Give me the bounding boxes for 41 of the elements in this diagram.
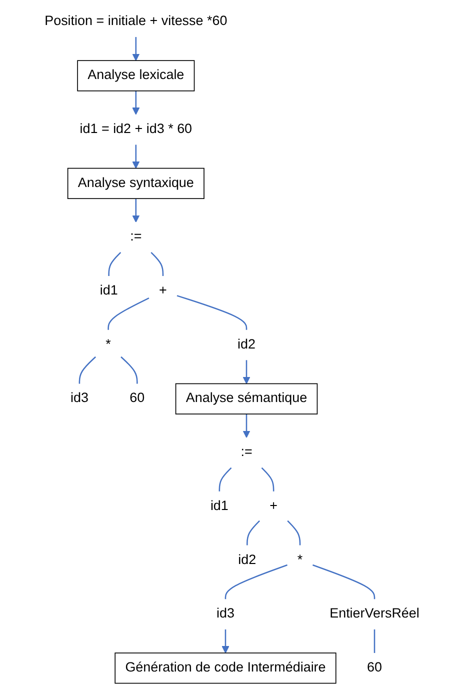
node-text: id2: [238, 337, 256, 352]
arrow: [132, 198, 140, 222]
connector: [374, 629, 376, 653]
node-text: EntierVersRéel: [330, 606, 420, 621]
node-text: +: [159, 284, 167, 298]
node-text: +: [270, 498, 278, 514]
node-text: id3: [70, 391, 88, 406]
node-text: *: [297, 552, 303, 568]
connector: [287, 520, 301, 546]
connector: [224, 564, 288, 600]
connector: [176, 295, 248, 330]
node-text: *: [106, 337, 111, 352]
arrow: [132, 144, 140, 169]
node-text: id2: [238, 552, 256, 568]
connector: [246, 520, 260, 546]
node-text: id1: [210, 498, 228, 514]
arrow: [242, 360, 250, 384]
connector: [78, 356, 96, 384]
node-box: Analyse syntaxique: [67, 168, 204, 199]
arrow: [222, 629, 230, 654]
node-text: :=: [130, 230, 142, 244]
connector: [218, 467, 232, 492]
connector: [150, 252, 164, 276]
connector: [108, 252, 122, 276]
connector: [108, 297, 150, 330]
connector: [261, 467, 274, 492]
node-box: Analyse lexicale: [77, 60, 195, 92]
node-box: Génération de code Intermédiaire: [114, 652, 336, 684]
node-text: id1: [100, 284, 118, 298]
node-text: Position = initiale + vitesse *60: [44, 14, 228, 29]
node-text: 60: [130, 391, 145, 406]
arrow: [242, 414, 250, 438]
node-text: id3: [216, 606, 234, 621]
arrow: [132, 37, 140, 61]
connector: [312, 564, 376, 600]
node-text: id1 = id2 + id3 * 60: [80, 122, 192, 136]
node-box: Analyse sémantique: [175, 383, 318, 414]
node-text: 60: [367, 660, 382, 675]
arrow: [132, 90, 140, 115]
node-text: :=: [240, 445, 252, 460]
connector: [120, 356, 138, 384]
